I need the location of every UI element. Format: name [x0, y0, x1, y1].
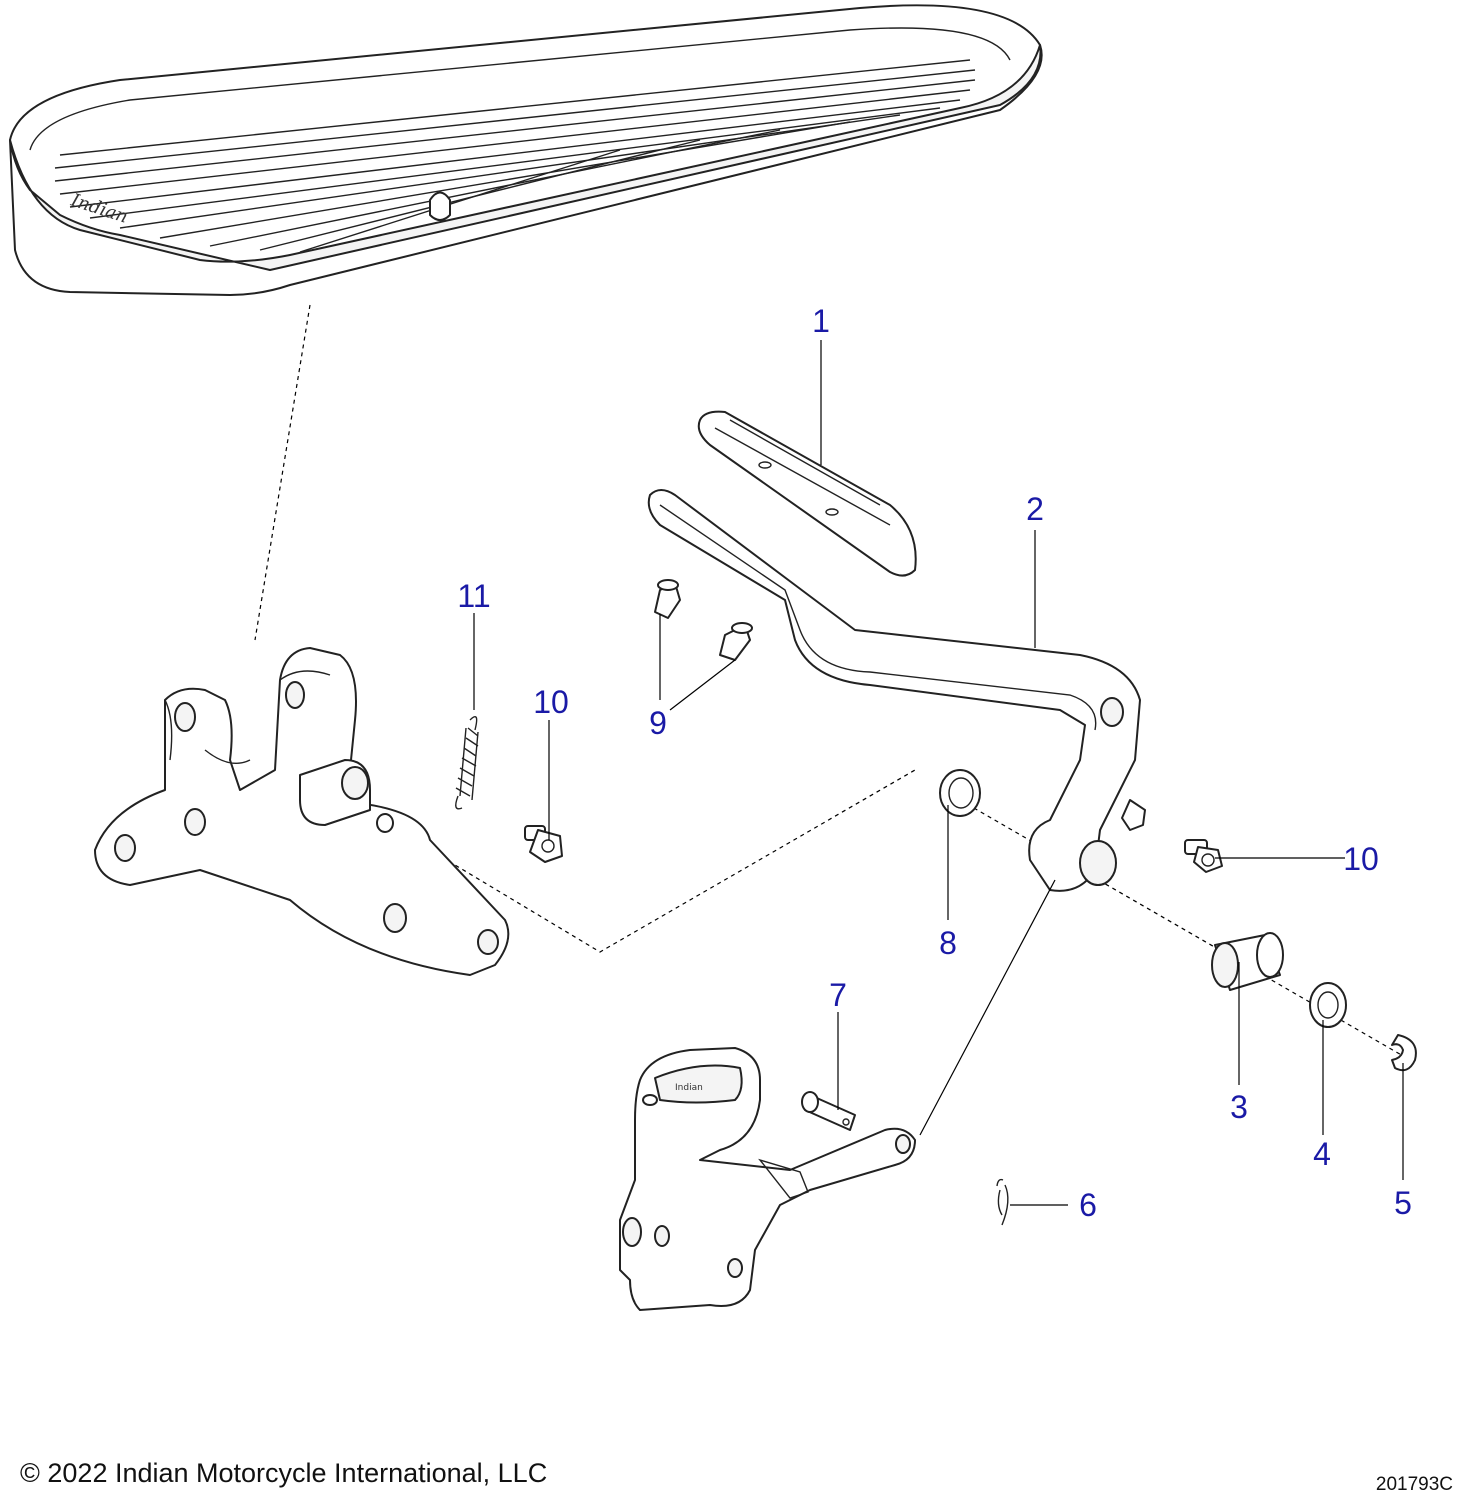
callout-9: 9 — [649, 705, 667, 741]
drawing-number: 201793C — [1375, 1474, 1453, 1495]
copyright-notice: © 2022 Indian Motorcycle International, … — [20, 1458, 548, 1488]
leader-lines — [473, 340, 1404, 1206]
callout-1: 1 — [812, 303, 830, 339]
callout-5: 5 — [1394, 1185, 1412, 1221]
washer-right — [1309, 982, 1347, 1028]
return-spring — [455, 716, 479, 810]
clevis-pin — [801, 1091, 856, 1131]
alignment-line-floorboard — [254, 304, 311, 641]
master-cylinder: Indian — [619, 1047, 916, 1311]
callout-10-left: 10 — [533, 684, 569, 720]
callout-7: 7 — [829, 977, 847, 1013]
rivets — [654, 579, 753, 661]
bolt-right — [1184, 839, 1223, 873]
callout-6: 6 — [1079, 1187, 1097, 1223]
footboard-mount-bracket — [94, 647, 510, 976]
floorboard: Indian — [9, 4, 1043, 296]
reservoir-cap-text: Indian — [675, 1083, 703, 1093]
alignment-line-pivot — [959, 799, 1411, 1061]
floorboard-ribs — [54, 59, 976, 253]
retaining-ring — [1391, 1034, 1417, 1072]
callout-labels: 1 2 3 4 5 6 7 8 9 10 10 11 — [457, 303, 1412, 1223]
bushing — [1211, 932, 1284, 991]
callout-3: 3 — [1230, 1089, 1248, 1125]
cotter-pin — [996, 1178, 1009, 1226]
callout-4: 4 — [1313, 1136, 1331, 1172]
callout-8: 8 — [939, 925, 957, 961]
alignment-line-shaft — [379, 769, 916, 953]
washer-left — [939, 769, 981, 817]
brake-pedal-arm — [647, 489, 1146, 892]
pushrod-connection-line — [919, 879, 1056, 1136]
callout-2: 2 — [1026, 491, 1044, 527]
callout-10-right: 10 — [1343, 841, 1379, 877]
bolt-left — [524, 825, 563, 863]
brake-pedal-pad — [697, 410, 917, 577]
callout-11: 11 — [457, 578, 490, 614]
